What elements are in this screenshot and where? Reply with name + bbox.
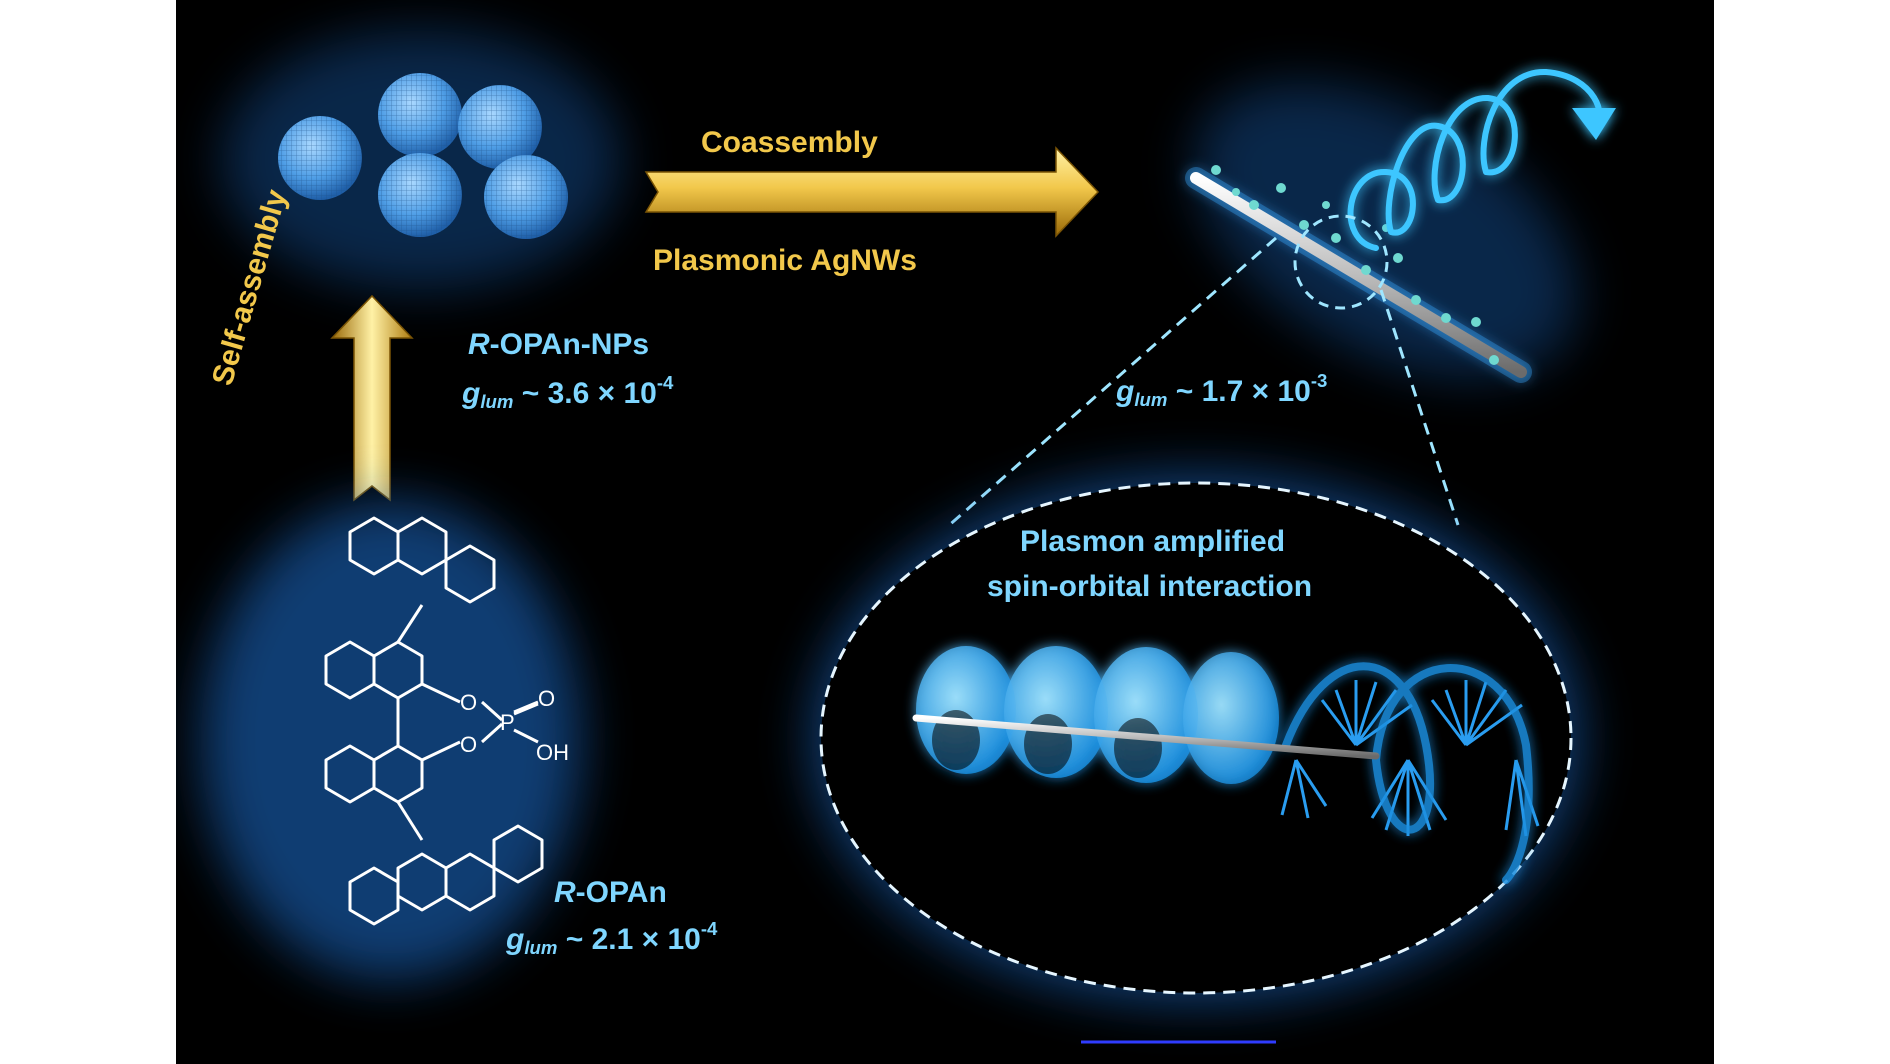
wire-glum-label: glum ~ 1.7 × 10-3 — [1116, 370, 1327, 411]
figure-panel: O O P O OH Coassembly Plasmonic AgNWs Se… — [176, 0, 1714, 1064]
mol-g-exp: -4 — [700, 918, 718, 939]
nps-name: -OPAn-NPs — [489, 328, 650, 361]
mol-name: -OPAn — [575, 876, 667, 909]
nanosphere — [278, 116, 362, 200]
nps-g-value: ~ 3.6 × 10 — [513, 376, 657, 410]
wire-g-symbol: g — [1116, 374, 1135, 408]
nps-g-sub: lum — [480, 391, 514, 413]
nps-name-label: R-OPAn-NPs — [468, 328, 649, 362]
mol-g-sub: lum — [524, 937, 558, 959]
atom-p: P — [500, 710, 515, 735]
nps-g-symbol: g — [462, 376, 481, 410]
circularly-polarized-emission — [1347, 68, 1603, 251]
nanosphere — [484, 155, 568, 239]
nanosphere — [458, 85, 542, 169]
coassembly-label: Coassembly — [701, 126, 878, 159]
mol-name-label: R-OPAn — [554, 876, 667, 910]
nanosphere — [378, 153, 462, 237]
self-assembly-arrow — [330, 294, 414, 502]
mol-prefix: R — [554, 876, 576, 909]
r-opan-molecule: O O P O OH — [201, 500, 581, 980]
nanowire-assembly — [1185, 68, 1616, 383]
zoomed-helix — [912, 646, 1540, 884]
nps-prefix: R — [468, 328, 490, 361]
wire-g-exp: -3 — [1310, 370, 1328, 391]
mol-glum-label: glum ~ 2.1 × 10-4 — [506, 918, 717, 959]
atom-o1: O — [460, 690, 477, 715]
nanosphere — [378, 73, 462, 157]
zoom-caption-line1: Plasmon amplified — [1020, 525, 1286, 558]
atom-o2: O — [460, 732, 477, 757]
atom-oh: OH — [536, 740, 569, 765]
wire-g-value: ~ 1.7 × 10 — [1167, 374, 1311, 408]
mol-g-value: ~ 2.1 × 10 — [557, 922, 701, 956]
emission-arrowhead — [1572, 108, 1616, 140]
diagram-art: O O P O OH — [201, 30, 1616, 1044]
mol-g-symbol: g — [506, 922, 525, 956]
silver-nanowire — [1190, 172, 1527, 378]
nps-g-exp: -4 — [656, 372, 674, 393]
coassembly-arrow — [644, 146, 1100, 238]
nanoparticle-cluster — [221, 30, 621, 290]
zoom-selection-circle — [945, 214, 1460, 530]
spin-vector-fan — [1280, 680, 1540, 837]
atom-o3: O — [538, 686, 555, 711]
zoom-caption-line2: spin-orbital interaction — [987, 570, 1313, 603]
nps-glum-label: glum ~ 3.6 × 10-4 — [462, 372, 673, 413]
plasmonic-agnws-label: Plasmonic AgNWs — [653, 244, 917, 277]
zoomed-nanowire — [912, 714, 1380, 760]
wire-g-sub: lum — [1134, 389, 1168, 411]
